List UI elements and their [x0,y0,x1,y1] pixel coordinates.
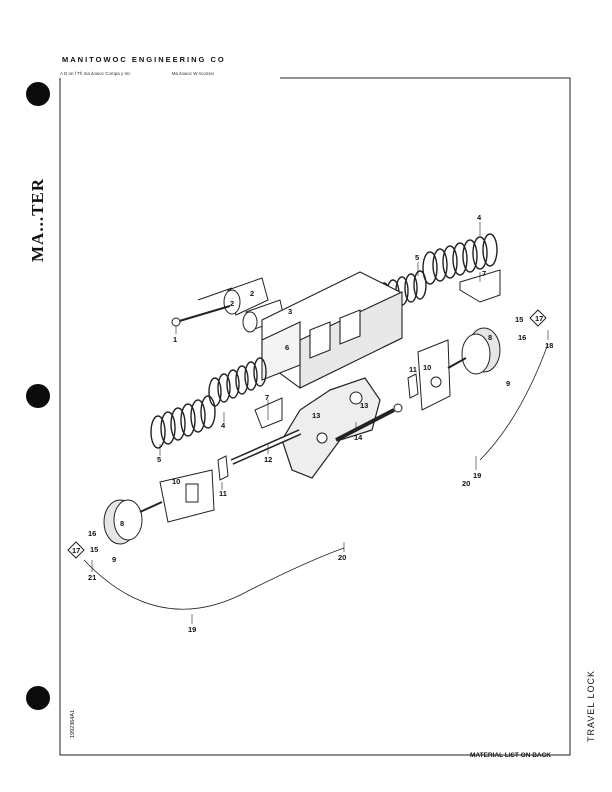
callout-label: 3 [288,307,292,316]
callout-label: 7 [482,269,486,278]
spring-right-upper [422,233,498,285]
callout-label: 17 [72,546,80,555]
callout-label: 10 [423,363,431,372]
tag-left [67,541,85,559]
company-name: MANITOWOC ENGINEERING CO [62,55,226,64]
lock-frame [261,271,403,389]
header-right-text: Ma itowoc W sconsin [171,71,214,76]
clip-right [407,373,419,399]
callout-label: 13 [312,411,320,420]
mount-plate-right [417,339,451,411]
cable-right [479,343,549,461]
callout-label: 16 [88,529,96,538]
callout-label: 19 [473,471,481,480]
bracket-right [459,269,501,303]
header-line: A D on f Th ma itowoc Compa y Inc Ma ito… [60,71,254,76]
header-left-text: A D on f Th ma itowoc Compa y Inc [60,71,131,76]
callout-label: 4 [477,213,482,222]
callout-label: 6 [285,343,289,352]
callout-label: 1 [173,335,177,344]
callout-label: 10 [172,477,180,486]
callout-label: 11 [219,489,227,498]
mount-plate-left [159,469,215,523]
callout-label: 8 [488,333,492,342]
clip-left [217,455,229,481]
bolt-head [171,317,181,327]
callout-label: 15 [90,545,98,554]
punch-hole-bottom [26,686,50,710]
callout-label: 9 [112,555,116,564]
pivot-shaft [335,408,395,442]
bolt [175,305,231,323]
callout-label: 13 [360,401,368,410]
frame-border [59,77,571,756]
callout-label: 12 [264,455,272,464]
callout-label: 18 [545,341,553,350]
callout-label: 15 [515,315,523,324]
callout-label: 16 [518,333,526,342]
callout-label: 20 [462,479,470,488]
spring-left-upper [208,357,267,407]
callout-label: 4 [221,421,226,430]
callout-label: 17 [535,314,543,323]
punch-hole-middle [26,384,50,408]
callout-label: 2 [250,289,254,298]
callout-label: 8 [120,519,124,528]
lock-pawl [281,377,381,479]
callout-label: 5 [157,455,161,464]
callout-label: 11 [409,365,417,374]
callout-label: 2 [230,299,234,308]
cable-left [83,547,345,610]
callout-label: 19 [188,625,196,634]
callout-label: 5 [415,253,419,262]
callout-label: 7 [265,393,269,402]
bracket-left [254,397,283,429]
spring-left-lower [150,395,216,449]
callout-labels: 1 2 2 3 4 4 5 5 6 7 7 8 8 9 9 10 10 11 1… [72,213,553,634]
callout-label: 9 [506,379,510,388]
callout-label: 14 [354,433,363,442]
callout-label: 21 [88,573,96,582]
tag-right [529,309,547,327]
punch-hole-top [26,82,50,106]
callout-label: 20 [338,553,346,562]
